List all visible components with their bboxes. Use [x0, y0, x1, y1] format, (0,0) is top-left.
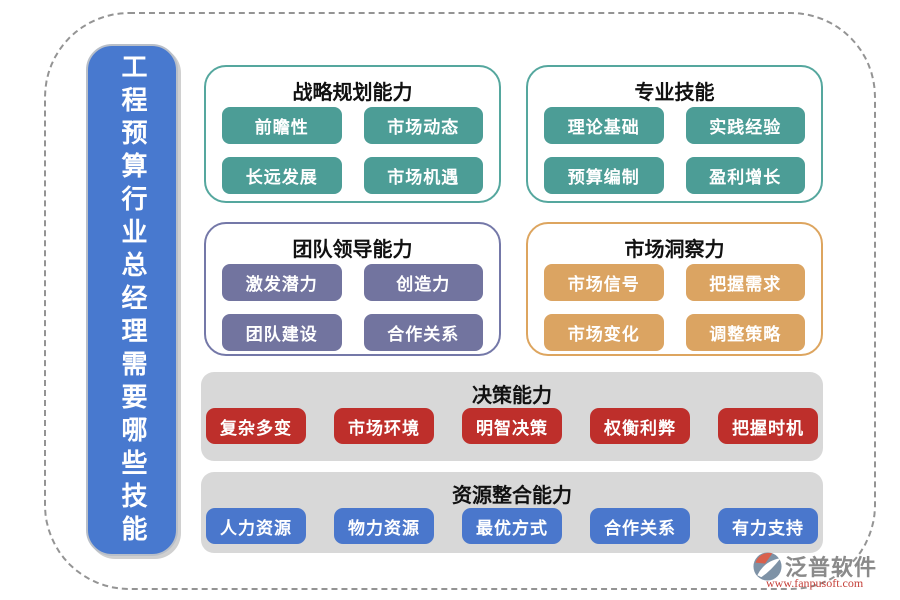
group-box-strategic-planning: 战略规划能力 前瞻性 市场动态 长远发展 市场机遇: [204, 65, 501, 203]
skill-chip: 最优方式: [462, 508, 562, 544]
skill-chip: 把握时机: [718, 408, 818, 444]
page-title: 工程预算行业总经理需要哪些技能: [118, 52, 147, 548]
group-title: 团队领导能力: [292, 239, 413, 261]
panel-title: 决策能力: [472, 385, 552, 407]
skill-chip: 创造力: [363, 264, 483, 301]
brand-name: 泛普软件: [785, 555, 878, 580]
chip-grid: 理论基础 实践经验 预算编制 盈利增长: [528, 105, 821, 194]
skill-chip: 权衡利弊: [590, 408, 690, 444]
skill-chip: 有力支持: [718, 508, 818, 544]
group-title: 战略规划能力: [292, 82, 413, 104]
group-box-team-leadership: 团队领导能力 激发潜力 创造力 团队建设 合作关系: [204, 222, 501, 356]
skill-chip: 团队建设: [222, 314, 342, 351]
panel-resource-integration: 资源整合能力 人力资源 物力资源 最优方式 合作关系 有力支持: [201, 472, 823, 553]
skill-chip: 市场信号: [544, 264, 664, 301]
brand-website: www.fanpusoft.com: [766, 576, 864, 590]
skill-chip: 合作关系: [590, 508, 690, 544]
outer-dashed-border: [44, 12, 876, 590]
panel-chip-row: 人力资源 物力资源 最优方式 合作关系 有力支持: [201, 506, 823, 544]
skill-chip: 激发潜力: [222, 264, 342, 301]
skill-chip: 市场变化: [544, 314, 664, 351]
skill-chip: 调整策略: [685, 314, 805, 351]
panel-decision-ability: 决策能力 复杂多变 市场环境 明智决策 权衡利弊 把握时机: [201, 372, 823, 461]
chip-grid: 市场信号 把握需求 市场变化 调整策略: [528, 262, 821, 351]
skill-chip: 人力资源: [206, 508, 306, 544]
chip-grid: 激发潜力 创造力 团队建设 合作关系: [206, 262, 499, 351]
skill-chip: 实践经验: [685, 107, 805, 144]
panel-chip-row: 复杂多变 市场环境 明智决策 权衡利弊 把握时机: [201, 406, 823, 444]
skill-chip: 市场动态: [363, 107, 483, 144]
group-box-professional-skills: 专业技能 理论基础 实践经验 预算编制 盈利增长: [526, 65, 823, 203]
skill-chip: 复杂多变: [206, 408, 306, 444]
skill-chip: 合作关系: [363, 314, 483, 351]
chip-grid: 前瞻性 市场动态 长远发展 市场机遇: [206, 105, 499, 194]
skill-chip: 预算编制: [544, 157, 664, 194]
skill-chip: 市场环境: [334, 408, 434, 444]
skill-chip: 把握需求: [685, 264, 805, 301]
group-title: 专业技能: [634, 82, 715, 104]
panel-title: 资源整合能力: [452, 485, 572, 507]
skill-chip: 长远发展: [222, 157, 342, 194]
skill-chip: 市场机遇: [363, 157, 483, 194]
skill-chip: 明智决策: [462, 408, 562, 444]
fanpu-logo-icon: [753, 552, 782, 581]
skill-chip: 盈利增长: [685, 157, 805, 194]
brand-footer: 泛普软件 www.fanpusoft.com: [748, 548, 898, 594]
skill-chip: 理论基础: [544, 107, 664, 144]
skill-chip: 前瞻性: [222, 107, 342, 144]
vertical-title-banner: 工程预算行业总经理需要哪些技能: [86, 44, 178, 556]
skill-chip: 物力资源: [334, 508, 434, 544]
group-title: 市场洞察力: [624, 239, 725, 261]
group-box-market-insight: 市场洞察力 市场信号 把握需求 市场变化 调整策略: [526, 222, 823, 356]
